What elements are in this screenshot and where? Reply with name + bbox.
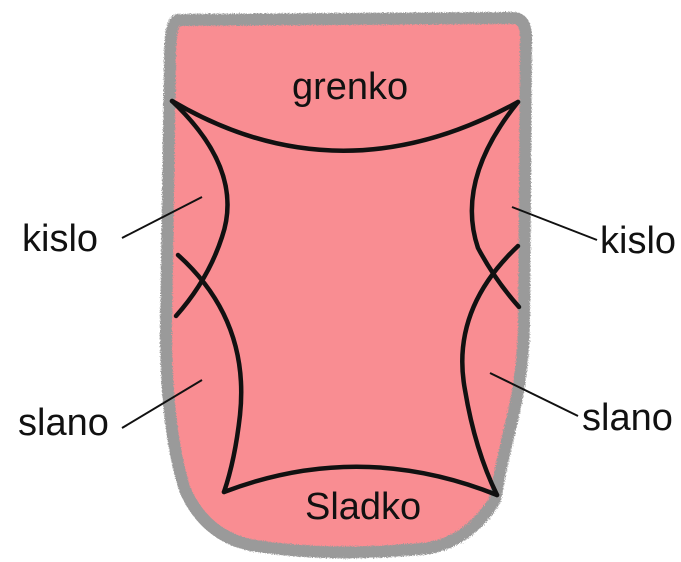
- leader-right-slano: [489, 372, 579, 417]
- zone-line-right-lower: [460, 243, 521, 498]
- label-grenko: grenko: [292, 66, 409, 108]
- zone-line-top: [169, 98, 521, 153]
- leader-right-kislo: [511, 206, 598, 241]
- label-kislo-right: kislo: [600, 220, 677, 262]
- label-slano-left: slano: [18, 402, 109, 444]
- zone-line-left-lower: [175, 252, 244, 495]
- zone-line-right-upper: [469, 99, 522, 310]
- leader-left-slano: [121, 379, 203, 429]
- zone-line-left-upper: [169, 98, 230, 319]
- label-kislo-left: kislo: [22, 218, 99, 260]
- label-sladko: Sladko: [305, 486, 422, 528]
- label-slano-right: slano: [582, 397, 673, 439]
- leader-left-kislo: [121, 196, 203, 239]
- zone-line-bottom: [221, 464, 500, 498]
